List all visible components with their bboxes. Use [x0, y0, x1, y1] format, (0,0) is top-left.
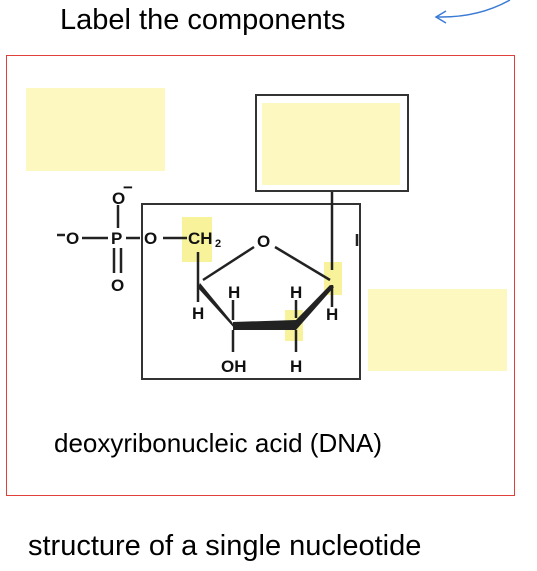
atom-o-top: O — [112, 189, 125, 208]
bond-ringo-c4 — [202, 245, 255, 282]
diagram-frame — [6, 55, 515, 496]
atom-o-bottom: O — [111, 276, 124, 295]
atom-ch2: CH — [188, 229, 213, 248]
atom-oh: OH — [221, 357, 247, 376]
atom-h-c4-up: H — [228, 283, 240, 302]
atom-h-c4-down: H — [192, 304, 204, 323]
atom-h-c3-down: H — [290, 357, 302, 376]
atom-o-top-charge: − — [123, 178, 133, 197]
curved-arrow-head — [434, 10, 447, 24]
sugar-box-frame — [141, 203, 361, 380]
base-box-frame — [255, 94, 409, 192]
atom-p: P — [111, 229, 122, 248]
atom-ch2-sub: 2 — [215, 238, 221, 250]
atom-ring-o: O — [257, 232, 270, 251]
label-box-sugar[interactable] — [368, 289, 507, 371]
label-box-base[interactable] — [262, 103, 400, 185]
heading: Label the components — [60, 4, 346, 36]
molecule-name-label: deoxyribonucleic acid (DNA) — [54, 428, 383, 458]
wedge-c3-c2 — [233, 320, 296, 330]
caption: structure of a single nucleotide — [28, 530, 422, 562]
atom-h-c1-down: H — [326, 305, 338, 324]
label-box-phosphate[interactable] — [26, 88, 165, 171]
wedge-c4-c3 — [198, 283, 236, 330]
atom-h-c2-up: H — [290, 283, 302, 302]
bond-ringo-c1 — [274, 245, 331, 282]
atom-o-left: O — [66, 229, 79, 248]
curved-arrow-line — [436, 0, 511, 18]
wedge-c2-c1 — [296, 285, 334, 330]
atom-o-bridge: O — [144, 229, 157, 248]
